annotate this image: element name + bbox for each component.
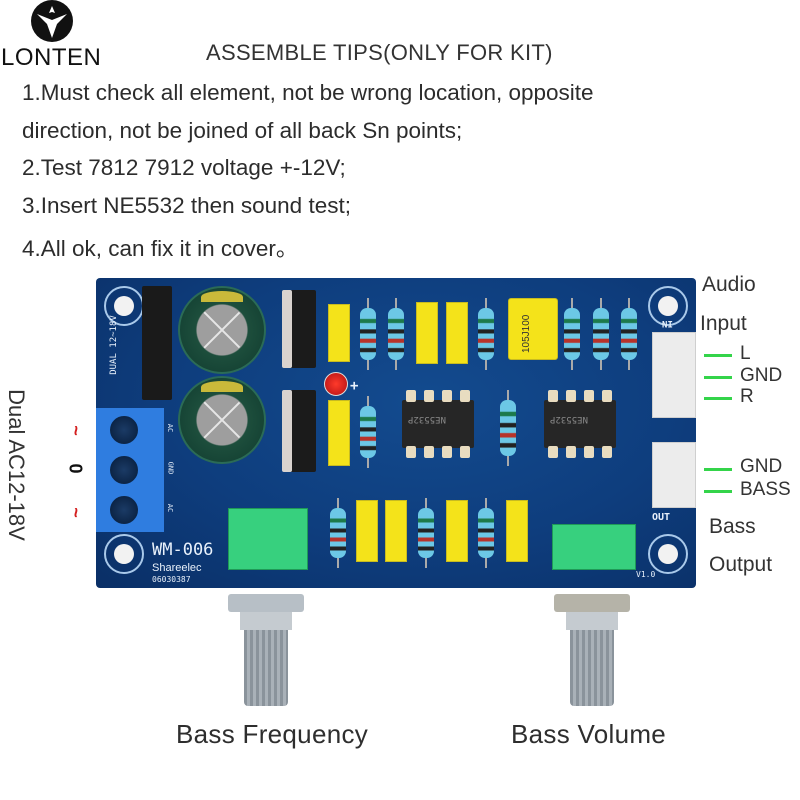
terminal-pin-label: AC: [166, 503, 175, 513]
tip-line: 2.Test 7812 7912 voltage +-12V;: [22, 155, 346, 180]
terminal-pin-label: GND: [166, 461, 175, 475]
input-connector: [652, 332, 696, 418]
electrolytic-capacitor: [178, 376, 266, 464]
resistor: [388, 298, 404, 370]
polarity-ac-mark: ~: [65, 425, 86, 436]
potentiometer-bass-frequency: [228, 508, 308, 570]
bass-output-title: Output: [709, 553, 773, 576]
ic-label: NE5532P: [550, 414, 588, 424]
resistor: [418, 498, 434, 568]
pin-indicator-line: [704, 354, 732, 357]
pin-indicator-line: [704, 376, 732, 379]
brand-name: LONTEN: [1, 44, 102, 71]
resistor: [360, 298, 376, 370]
pcb-board: DUAL 12~18V 105J100 + NE5532P NE5532P: [96, 278, 696, 588]
film-capacitor-large: 105J100: [508, 298, 558, 360]
opamp-ne5532: NE5532P: [544, 390, 616, 458]
opamp-ne5532: NE5532P: [402, 390, 474, 458]
regulator-7812: [282, 290, 316, 368]
mount-hole: [648, 286, 688, 326]
board-serial: 06030387: [152, 575, 191, 584]
silk-in: IN: [662, 318, 673, 328]
electrolytic-capacitor: [178, 286, 266, 374]
pin-indicator-line: [704, 490, 732, 493]
pin-label-gnd: GND: [740, 365, 783, 386]
terminal-screw: [110, 496, 138, 524]
regulator-7912: [282, 390, 316, 472]
potentiometer-bass-volume: [552, 524, 636, 570]
tip-line: direction, not be joined of all back Sn …: [22, 118, 463, 143]
power-led: [324, 372, 348, 396]
audio-input-title: Input: [700, 312, 747, 335]
terminal-screw: [110, 456, 138, 484]
film-capacitor: [416, 302, 438, 364]
film-capacitor: [446, 500, 468, 562]
tip-line: 4.All ok, can fix it in cover。: [22, 236, 299, 261]
polarity-gnd-mark: 0: [65, 463, 86, 474]
lonten-logo-icon: [31, 0, 73, 42]
audio-input-title: Audio: [702, 273, 756, 296]
knob-label-bass-frequency: Bass Frequency: [176, 719, 369, 749]
power-input-label: Dual AC12-18V: [3, 389, 29, 541]
tip-line: 3.Insert NE5532 then sound test;: [22, 193, 351, 218]
bass-volume-shaft: [550, 588, 634, 706]
board-maker: Shareelec: [152, 562, 202, 574]
terminal-pin-label: AC: [166, 423, 175, 433]
resistor: [500, 390, 516, 466]
pin-label-r: R: [740, 386, 754, 407]
resistor: [360, 396, 376, 468]
film-capacitor: [446, 302, 468, 364]
terminal-screw: [110, 416, 138, 444]
pin-indicator-line: [704, 397, 732, 400]
power-terminal-block: AC GND AC: [96, 408, 174, 532]
resistor: [621, 298, 637, 370]
tips-title: ASSEMBLE TIPS(ONLY FOR KIT): [206, 40, 553, 65]
resistor: [593, 298, 609, 370]
tip-line: 1.Must check all element, not be wrong l…: [22, 80, 594, 105]
pin-label-bass: BASS: [740, 479, 791, 500]
bridge-rectifier: [142, 286, 172, 400]
pin-indicator-line: [704, 468, 732, 471]
film-capacitor: [328, 304, 350, 362]
resistor: [478, 498, 494, 568]
resistor: [564, 298, 580, 370]
knob-label-bass-volume: Bass Volume: [511, 719, 667, 749]
output-connector: [652, 442, 696, 508]
ic-label: NE5532P: [408, 414, 446, 424]
film-capacitor: [356, 500, 378, 562]
resistor: [330, 498, 346, 568]
film-capacitor: [506, 500, 528, 562]
film-capacitor: [328, 400, 350, 466]
silk-out: OUT: [652, 512, 671, 523]
pin-label-l: L: [740, 343, 751, 364]
resistor: [478, 298, 494, 370]
bass-frequency-shaft: [224, 588, 308, 706]
bass-output-title: Bass: [709, 515, 756, 538]
mount-hole: [648, 534, 688, 574]
led-plus-mark: +: [350, 378, 359, 394]
silk-dual-voltage: DUAL 12~18V: [108, 315, 119, 375]
film-capacitor: [385, 500, 407, 562]
polarity-ac-mark: ~: [65, 507, 86, 518]
pin-label-gnd: GND: [740, 456, 783, 477]
mount-hole: [104, 534, 144, 574]
capacitor-label: 105J100: [521, 314, 532, 353]
silk-version: V1.0: [636, 570, 656, 579]
board-model: WM-006: [152, 540, 214, 560]
